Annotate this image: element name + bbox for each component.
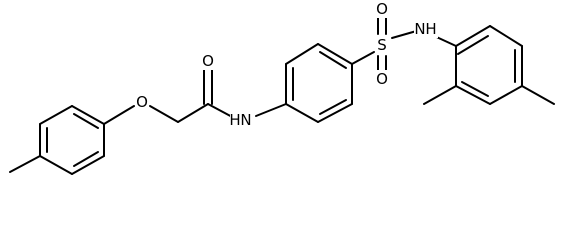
bond [351,51,375,65]
sulfonyl-oxygen-top-label: O [376,0,388,18]
bond [103,105,135,125]
bond [149,105,179,123]
bond [455,25,491,47]
ether-oxygen-label: O [136,93,148,111]
amide-nitrogen-label: N [240,111,251,129]
structure-diagram: O O N H S O O N H [9,0,555,175]
bond [73,151,99,167]
bond [319,99,347,115]
bond [457,35,489,55]
bond [9,155,41,173]
sulfonamide-nitrogen-label: N [414,20,425,38]
amide-hydrogen-label: H [229,111,240,129]
bond [317,103,353,123]
bonds [9,17,555,175]
bond [317,43,353,65]
bond [255,103,287,117]
bond [521,85,555,105]
bond [489,85,523,105]
sulfonyl-oxygen-bottom-label: O [376,70,388,88]
atom-labels: O O N H S O O N H [135,0,438,129]
bond [455,85,491,105]
bond [285,103,319,123]
bond [73,113,99,129]
bond [423,85,457,105]
bond [461,81,489,97]
bond [39,155,73,175]
sulfonamide-hydrogen-label: H [425,20,436,38]
bond [39,105,73,125]
carbonyl-oxygen-label: O [202,52,214,70]
bond [71,155,105,175]
bond [319,51,347,69]
bond [177,103,209,123]
bond [71,105,105,125]
sulfur-label: S [377,36,387,54]
bond [489,25,523,47]
bond [285,43,319,65]
